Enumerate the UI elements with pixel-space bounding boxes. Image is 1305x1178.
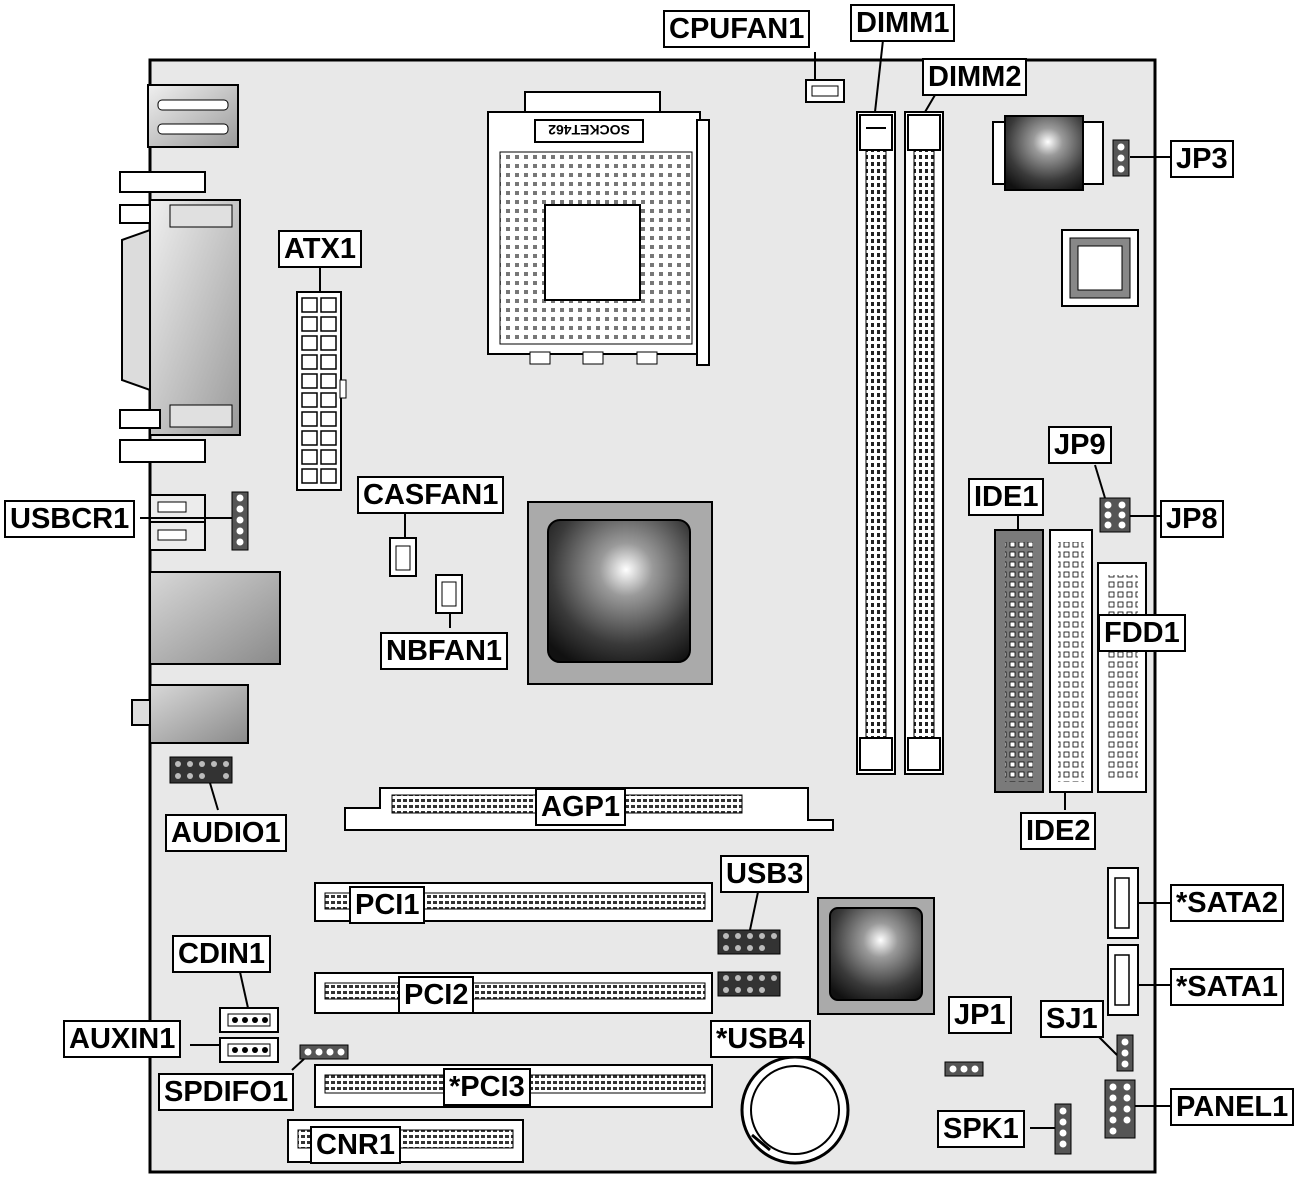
label-usbcr1: USBCR1 [4,500,136,538]
label-pci3: *PCI3 [443,1068,531,1106]
label-casfan1: CASFAN1 [357,476,505,514]
label-dimm1: DIMM1 [850,4,956,42]
label-sata2: *SATA2 [1170,884,1285,922]
jp3-jumper [1112,139,1170,177]
dimm2-slot [904,94,944,775]
label-atx1: ATX1 [278,230,362,268]
label-ide1: IDE1 [968,478,1045,516]
atx1-connector [296,291,347,491]
label-cnr1: CNR1 [310,1126,401,1164]
usb4-header [717,971,781,997]
label-pci1: PCI1 [349,886,426,924]
label-cpufan1: CPUFAN1 [663,10,811,48]
label-spk1: SPK1 [937,1110,1025,1148]
jp1-jumper [944,1061,984,1077]
label-usb3: USB3 [720,855,810,893]
sata1-connector [1107,944,1170,1016]
label-jp1: JP1 [948,996,1012,1034]
fdd1-connector [1097,562,1147,793]
label-sata1: *SATA1 [1170,968,1285,1006]
socket-label: SOCKET462 [548,122,630,138]
cpu-socket: SOCKET462 [487,91,710,366]
label-usb4: *USB4 [710,1020,811,1058]
label-jp3: JP3 [1170,140,1234,178]
label-nbfan1: NBFAN1 [380,632,509,670]
label-auxin1: AUXIN1 [63,1020,182,1058]
pci2-slot [314,972,713,1014]
label-sj1: SJ1 [1040,1000,1104,1038]
label-dimm2: DIMM2 [922,58,1028,96]
dimm1-slot [856,39,896,775]
northbridge-chip [527,501,713,685]
label-audio1: AUDIO1 [165,814,287,852]
label-fdd1: FDD1 [1098,614,1186,652]
sata2-connector [1107,867,1170,939]
audio-jacks [131,684,249,744]
lan-usb-stack [149,571,281,665]
cmos-battery [740,1055,850,1165]
spk1-header [1030,1103,1072,1155]
sj1-jumper [1096,1034,1134,1072]
usb3-header [717,891,781,955]
rear-usb-ports [149,494,206,551]
cpufan1-connector [805,52,845,103]
panel1-header [1104,1079,1170,1139]
southbridge-chip [817,897,935,1015]
nbfan1-connector [435,574,463,628]
casfan1-connector [389,512,417,577]
clock-chip [992,115,1104,191]
label-cdin1: CDIN1 [172,935,272,973]
label-pci2: PCI2 [398,976,475,1014]
audio1-header [169,756,233,811]
jp9-jp8-jumpers [1094,464,1160,533]
ps2-ports [147,84,239,148]
label-jp8: JP8 [1160,500,1224,538]
label-jp9: JP9 [1048,426,1112,464]
ide2-connector [1049,529,1093,810]
ide1-connector [994,515,1044,793]
spdifo1-header [291,1044,349,1071]
usbcr1-header [231,491,249,551]
parallel-port [119,171,241,463]
label-agp1: AGP1 [535,788,626,826]
bios-chip [1061,229,1139,307]
label-spdifo1: SPDIFO1 [158,1073,295,1111]
label-panel1: PANEL1 [1170,1088,1295,1126]
cdin1-connector [219,971,279,1033]
label-ide2: IDE2 [1020,812,1097,850]
auxin1-connector [190,1037,279,1063]
